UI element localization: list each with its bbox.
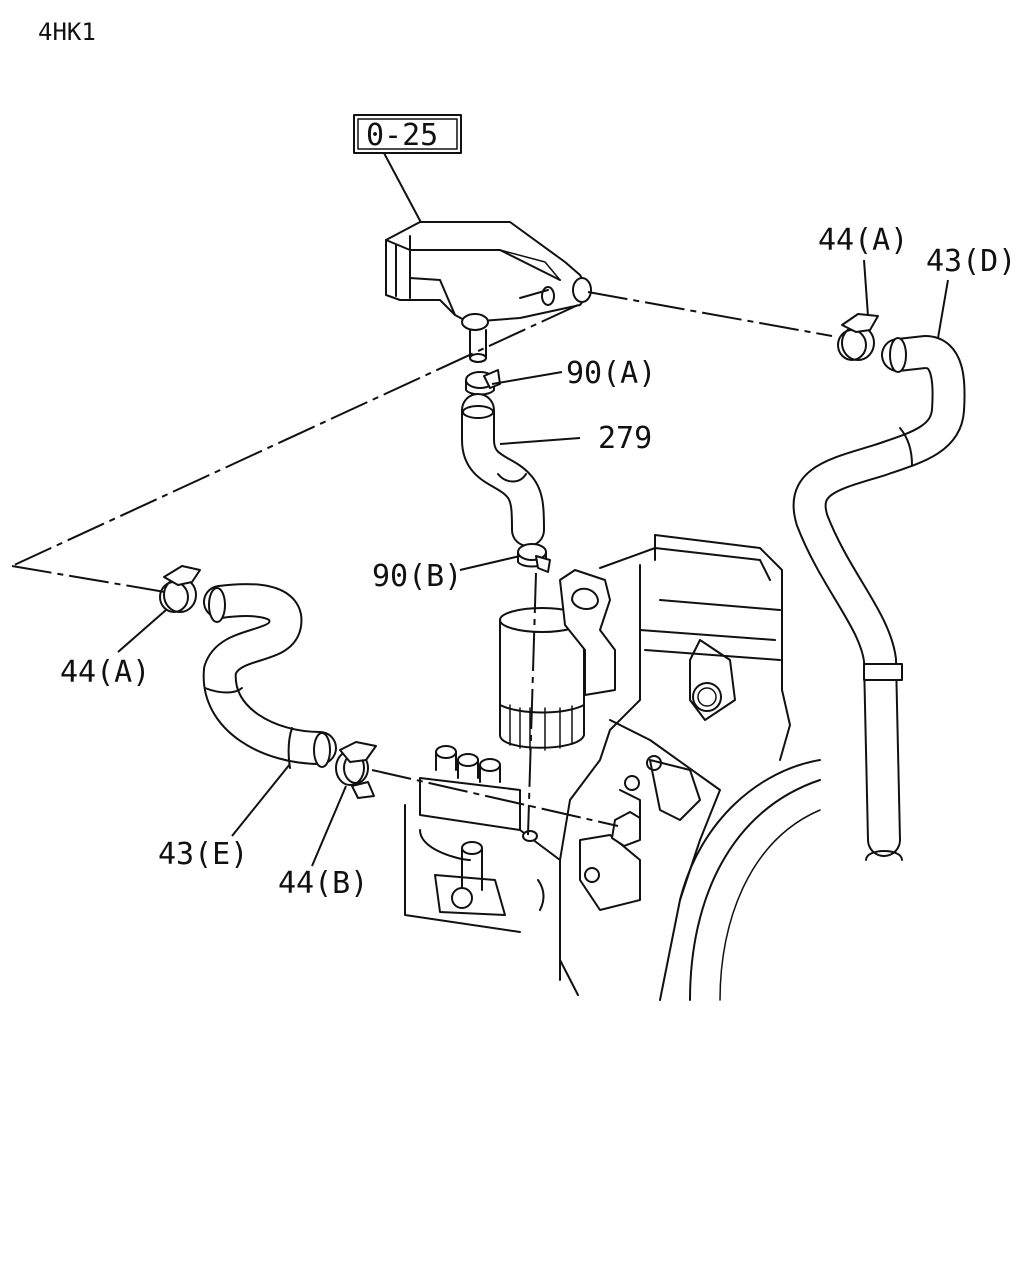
callout-90a[interactable]: 90(A) (566, 356, 656, 391)
clamp-44a-left[interactable] (159, 565, 201, 613)
callout-279[interactable]: 279 (598, 421, 652, 456)
breather-valve[interactable] (385, 221, 592, 363)
assembly-lines (11, 291, 833, 836)
hose-279[interactable] (461, 393, 545, 547)
bolts (435, 745, 501, 783)
clamp-90b[interactable] (517, 543, 551, 573)
engine-block (404, 534, 821, 1001)
hose-43e[interactable] (202, 583, 337, 769)
callout-90b[interactable]: 90(B) (372, 559, 462, 594)
clamp-90a[interactable] (465, 369, 501, 396)
callout-44b[interactable]: 44(B) (278, 866, 368, 901)
callout-44a-left[interactable]: 44(A) (60, 655, 150, 690)
model-code: 4HK1 (38, 18, 96, 46)
callout-44a-top[interactable]: 44(A) (818, 223, 908, 258)
reference-box-label: 0-25 (366, 118, 438, 153)
clamp-44a-right[interactable] (837, 313, 879, 361)
reference-box[interactable]: 0-25 (353, 114, 462, 231)
clamp-44b[interactable] (335, 741, 377, 799)
callout-43d[interactable]: 43(D) (926, 244, 1016, 279)
callouts: 44(A) 43(D) 90(A) 279 90(B) 44(A) 43(E) … (60, 223, 1016, 901)
hose-43d[interactable] (792, 335, 966, 861)
callout-43e[interactable]: 43(E) (158, 837, 248, 872)
